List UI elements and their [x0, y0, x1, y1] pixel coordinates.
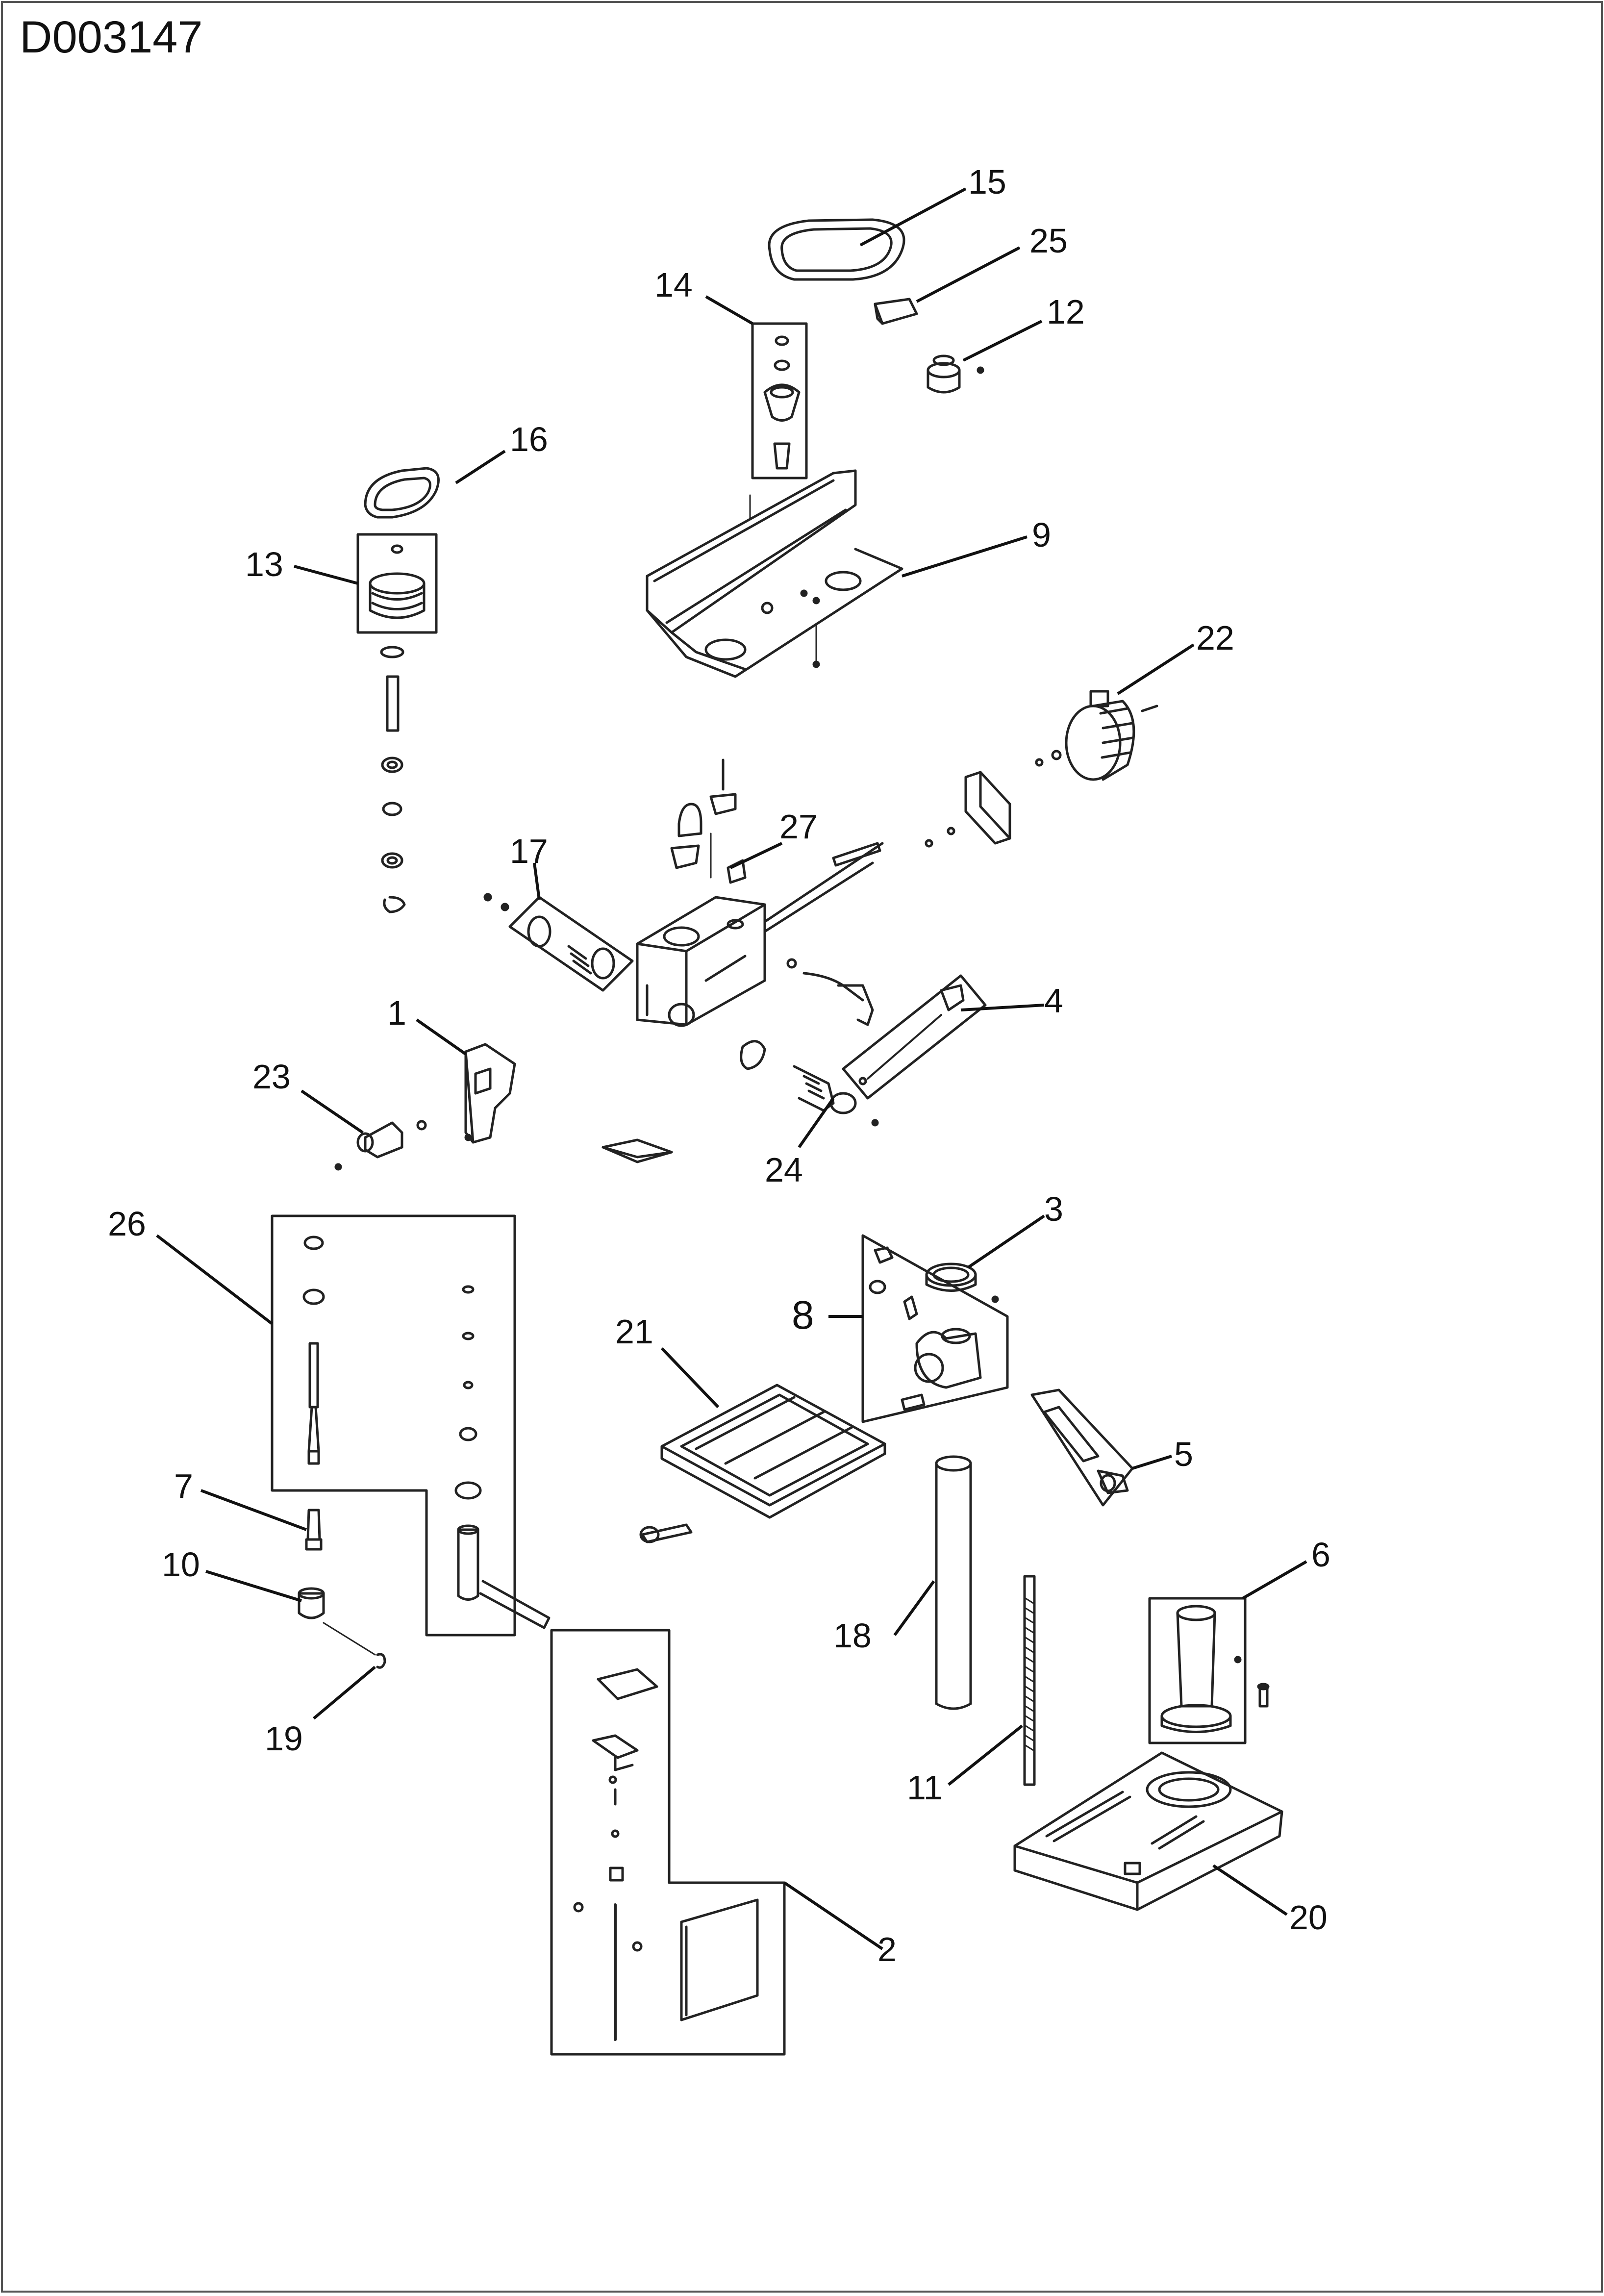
callout-26: 26	[108, 1205, 146, 1243]
callout-21: 21	[615, 1312, 653, 1351]
chuck-guard-box	[550, 1629, 786, 2056]
head-casting	[636, 896, 766, 1027]
callout-4: 4	[1044, 982, 1063, 1020]
spindle-pulley-box	[356, 533, 438, 634]
motor-bracket	[925, 771, 1011, 848]
drive-belt-left	[364, 467, 440, 519]
spindle-bearings	[380, 646, 406, 913]
callout-25: 25	[1029, 222, 1068, 260]
callout-13: 13	[245, 545, 283, 583]
callout-14: 14	[654, 266, 693, 304]
work-table	[639, 1384, 886, 1543]
column-support-box	[1148, 1597, 1270, 1744]
callout-labels: 1 2 3 4 5 6 7 8 9 10 11 12 13 14 15 16 1…	[108, 163, 1330, 1968]
callout-22: 22	[1196, 619, 1234, 657]
switch-part	[874, 298, 918, 325]
base	[1013, 1751, 1283, 1911]
callout-19: 19	[265, 1719, 303, 1758]
instruction-card	[602, 1138, 673, 1163]
callout-6: 6	[1311, 1536, 1330, 1574]
callout-2: 2	[877, 1930, 897, 1968]
callout-17: 17	[510, 832, 548, 870]
table-bracket-box	[861, 1234, 1009, 1423]
arbor-and-chuck	[298, 1509, 386, 1669]
spindle-pulley-group-box	[751, 322, 808, 479]
feed-spring-box	[483, 893, 634, 992]
switch-bracket	[334, 1043, 516, 1171]
quill-knob	[740, 1040, 879, 1127]
callout-7: 7	[174, 1467, 193, 1505]
motor	[1035, 690, 1158, 781]
table-crank-box	[1030, 1388, 1134, 1507]
callout-24: 24	[765, 1151, 803, 1189]
callout-27: 27	[779, 807, 818, 846]
callout-15: 15	[968, 163, 1006, 201]
callout-3: 3	[1044, 1190, 1063, 1228]
spindle-assembly-box	[271, 1214, 551, 1637]
callout-8: 8	[792, 1293, 814, 1337]
pulley-cover	[646, 469, 903, 678]
callout-11: 11	[907, 1768, 943, 1807]
rack	[1023, 1575, 1036, 1786]
document-id: D003147	[20, 12, 203, 62]
callout-16: 16	[510, 420, 548, 458]
column-collar	[925, 1262, 999, 1303]
callout-10: 10	[162, 1545, 200, 1584]
callout-1: 1	[387, 994, 406, 1032]
callout-20: 20	[1289, 1898, 1328, 1937]
callout-12: 12	[1047, 293, 1085, 331]
leader-lines	[156, 187, 1307, 1950]
callout-23: 23	[252, 1058, 291, 1096]
motor-pulley	[927, 354, 984, 394]
depth-stop-parts	[670, 758, 747, 884]
column	[935, 1455, 972, 1710]
callout-18: 18	[833, 1616, 872, 1655]
feed-handles	[763, 842, 884, 1026]
callout-5: 5	[1174, 1435, 1193, 1473]
drive-belt-top	[768, 218, 905, 281]
feed-handle-box	[842, 974, 987, 1100]
callout-9: 9	[1032, 516, 1051, 554]
